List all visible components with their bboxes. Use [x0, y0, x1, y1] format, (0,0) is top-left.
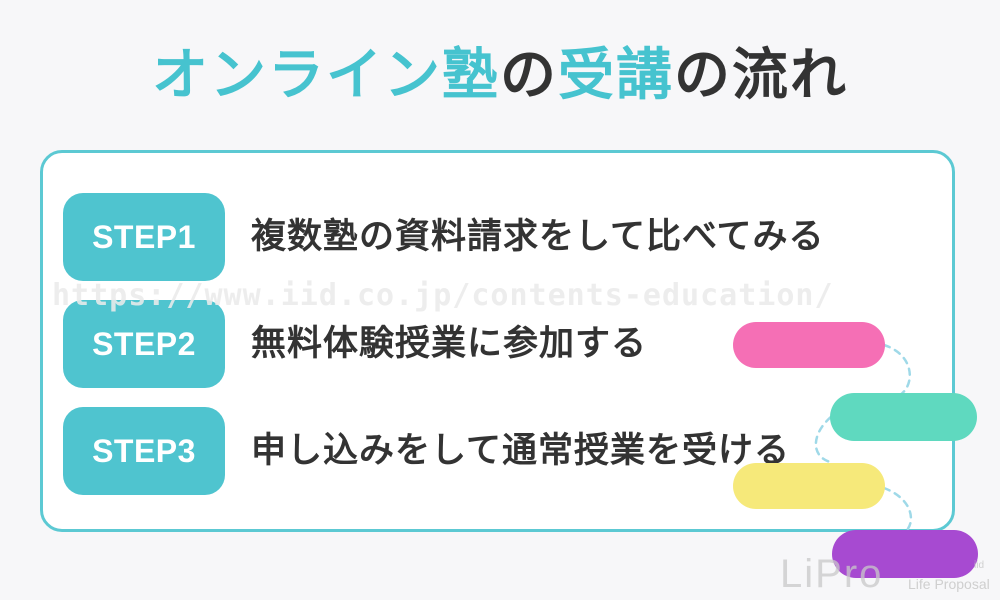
step-text-1: 複数塾の資料請求をして比べてみる	[251, 217, 825, 257]
steps-card: STEP1 複数塾の資料請求をして比べてみる STEP2 無料体験授業に参加する…	[40, 150, 955, 532]
step-badge-2: STEP2	[63, 300, 225, 388]
title-part-juku: 塾	[442, 43, 500, 108]
title-part-jukou: 受講	[558, 43, 674, 108]
step-text-2: 無料体験授業に参加する	[251, 324, 648, 364]
purple-pill	[832, 530, 978, 578]
logo-subtitle: Life Proposal	[908, 576, 990, 592]
step-row-3: STEP3 申し込みをして通常授業を受ける	[63, 407, 943, 495]
title-part-online: オンライン	[152, 43, 442, 108]
lipro-logo: LiPro iid Life Proposal	[780, 552, 1000, 600]
title-part-nagare: の流れ	[674, 43, 848, 108]
step-row-1: STEP1 複数塾の資料請求をして比べてみる	[63, 193, 943, 281]
title-part-no: の	[500, 43, 558, 108]
logo-mark: LiPro	[780, 552, 884, 596]
step-text-3: 申し込みをして通常授業を受ける	[251, 431, 790, 471]
logo-sub-top: iid	[974, 560, 985, 571]
step-badge-3: STEP3	[63, 407, 225, 495]
step-badge-1: STEP1	[63, 193, 225, 281]
step-row-2: STEP2 無料体験授業に参加する	[63, 300, 943, 388]
page-title: オンライン塾の受講の流れ	[0, 40, 1000, 112]
